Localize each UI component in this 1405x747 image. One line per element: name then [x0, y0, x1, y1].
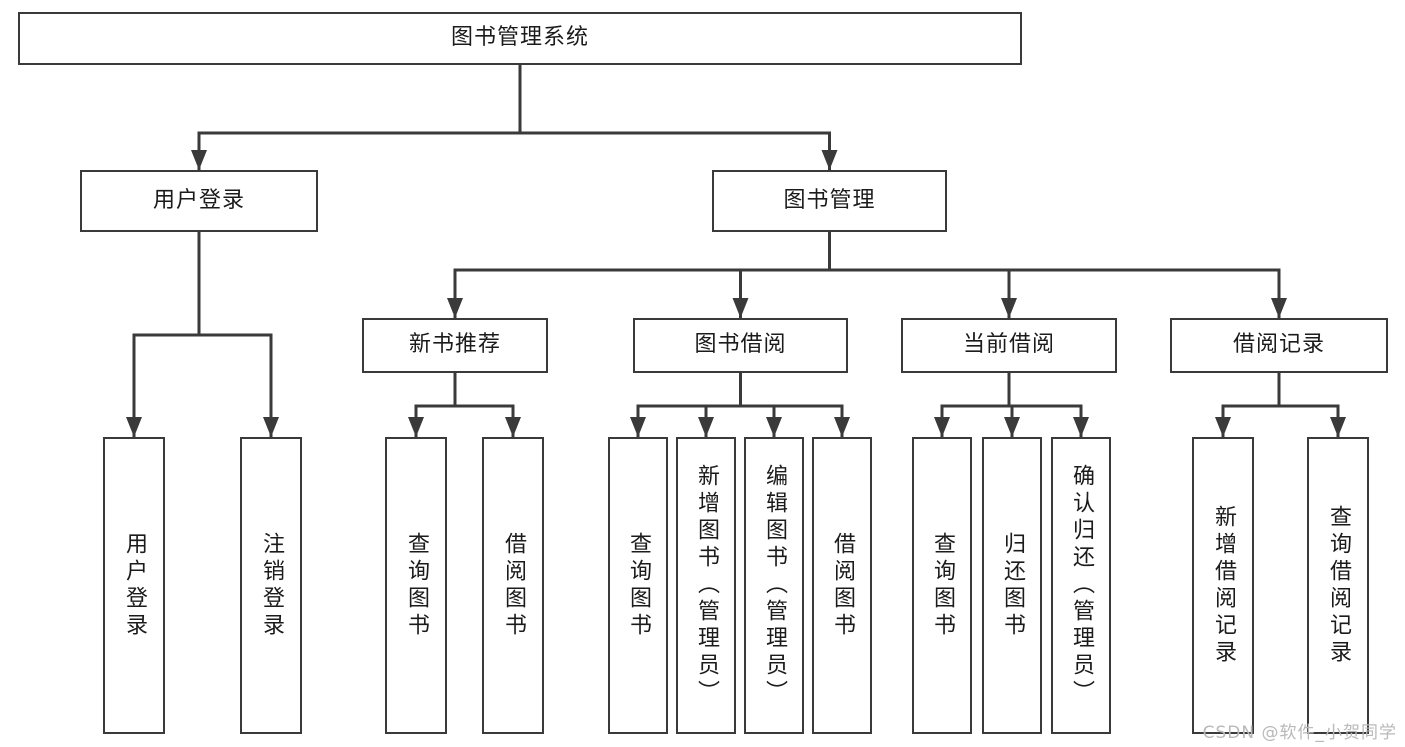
arrowhead [1004, 417, 1020, 437]
arrowhead [698, 417, 714, 437]
node-leaf-bw-edit[interactable]: 编辑图书（管理员） [744, 437, 804, 734]
node-newrec[interactable]: 新书推荐 [362, 318, 548, 373]
arrowhead [1215, 417, 1231, 437]
arrowhead [630, 417, 646, 437]
node-label: 图书借阅 [694, 332, 787, 358]
node-leaf-cb-query[interactable]: 查询图书 [912, 437, 972, 734]
node-leaf-userlogin[interactable]: 用户登录 [103, 437, 165, 734]
node-leaf-bw-query[interactable]: 查询图书 [608, 437, 668, 734]
node-leaf-cb-return[interactable]: 归还图书 [982, 437, 1042, 734]
node-label: 查询图书 [626, 531, 651, 640]
node-leaf-rc-add[interactable]: 新增借阅记录 [1192, 437, 1254, 734]
node-label: 新增图书（管理员） [694, 464, 719, 707]
node-leaf-bw-add[interactable]: 新增图书（管理员） [676, 437, 736, 734]
node-label: 查询借阅记录 [1326, 504, 1351, 667]
node-leaf-nr-query[interactable]: 查询图书 [385, 437, 447, 734]
node-current[interactable]: 当前借阅 [901, 318, 1117, 373]
arrowhead [821, 150, 838, 170]
node-label: 借阅图书 [830, 531, 855, 640]
node-leaf-rc-query[interactable]: 查询借阅记录 [1307, 437, 1369, 734]
node-label: 用户登录 [122, 531, 147, 640]
arrowhead [408, 417, 424, 437]
watermark-text: CSDN @软件_小贺同学 [1202, 723, 1397, 743]
arrowhead [1271, 298, 1287, 318]
node-label: 新增借阅记录 [1211, 504, 1236, 667]
arrowhead [1001, 298, 1017, 318]
node-label: 查询图书 [404, 531, 429, 640]
node-leaf-cb-confirm[interactable]: 确认归还（管理员） [1051, 437, 1111, 734]
node-root[interactable]: 图书管理系统 [18, 12, 1022, 65]
arrowhead [447, 298, 463, 318]
node-records[interactable]: 借阅记录 [1170, 318, 1388, 373]
node-borrow[interactable]: 图书借阅 [633, 318, 848, 373]
node-label: 编辑图书（管理员） [762, 464, 787, 707]
node-login[interactable]: 用户登录 [80, 170, 318, 232]
node-label: 图书管理 [783, 187, 876, 213]
node-label: 借阅图书 [501, 531, 526, 640]
arrowhead [766, 417, 782, 437]
node-label: 用户登录 [152, 187, 245, 213]
arrowhead [505, 417, 521, 437]
arrowhead [834, 417, 850, 437]
node-label: 注销登录 [259, 531, 284, 640]
node-label: 查询图书 [930, 531, 955, 640]
node-leaf-logout[interactable]: 注销登录 [240, 437, 302, 734]
arrowhead [263, 417, 279, 437]
arrowhead [934, 417, 950, 437]
node-label: 确认归还（管理员） [1069, 464, 1094, 707]
node-leaf-bw-borrow[interactable]: 借阅图书 [812, 437, 872, 734]
node-leaf-nr-borrow[interactable]: 借阅图书 [482, 437, 544, 734]
node-label: 当前借阅 [962, 332, 1055, 358]
arrowhead [732, 298, 749, 318]
arrowhead [126, 417, 142, 437]
arrowhead [1330, 417, 1346, 437]
node-label: 借阅记录 [1232, 332, 1325, 358]
arrowhead [1073, 417, 1089, 437]
arrowhead [191, 150, 207, 170]
node-bookmgr[interactable]: 图书管理 [712, 170, 947, 232]
node-label: 归还图书 [1000, 531, 1025, 640]
node-label: 图书管理系统 [450, 25, 589, 51]
node-label: 新书推荐 [408, 332, 501, 358]
